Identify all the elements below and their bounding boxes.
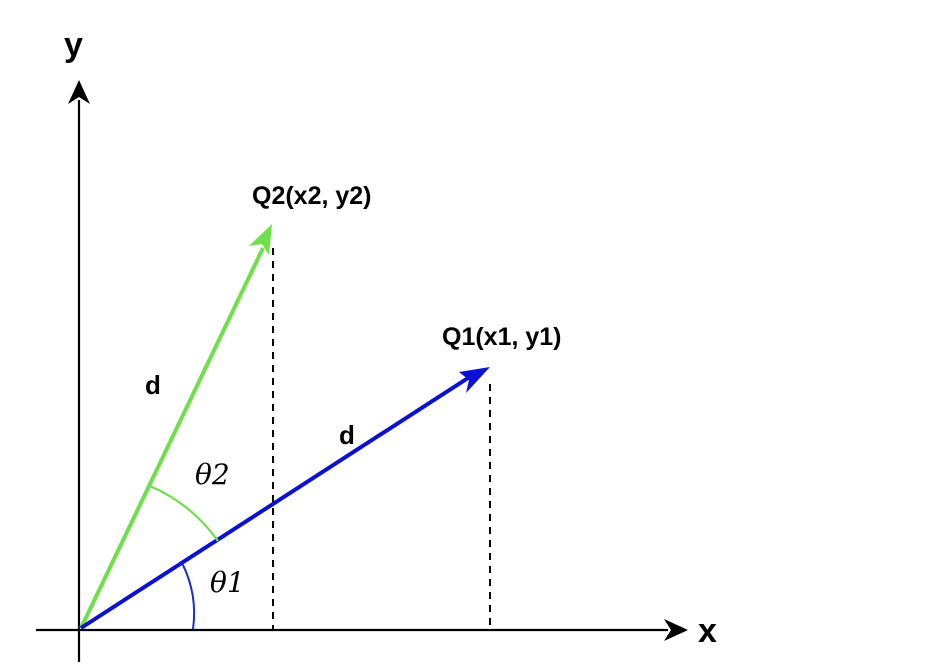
q1-point-label: Q1(x1, y1): [442, 323, 562, 351]
y-axis-arrow-icon: [68, 80, 90, 104]
y-axis-label: y: [64, 26, 83, 64]
theta2-arc: [149, 484, 219, 542]
vector-q1: [79, 376, 470, 630]
axes: [36, 80, 688, 662]
d-label-lower: d: [339, 420, 355, 450]
vector-q1-arrow-icon: [459, 367, 490, 393]
x-axis-arrow-icon: [664, 619, 688, 641]
x-axis-label: x: [698, 612, 717, 650]
d-label-upper: d: [145, 370, 161, 400]
theta1-label: θ1: [210, 566, 245, 599]
theta1-arc: [181, 562, 196, 630]
vector-q2-arrow-icon: [249, 224, 272, 255]
theta2-label: θ2: [195, 458, 230, 491]
q2-point-label: Q2(x2, y2): [252, 182, 372, 210]
vector-q2: [79, 247, 265, 629]
